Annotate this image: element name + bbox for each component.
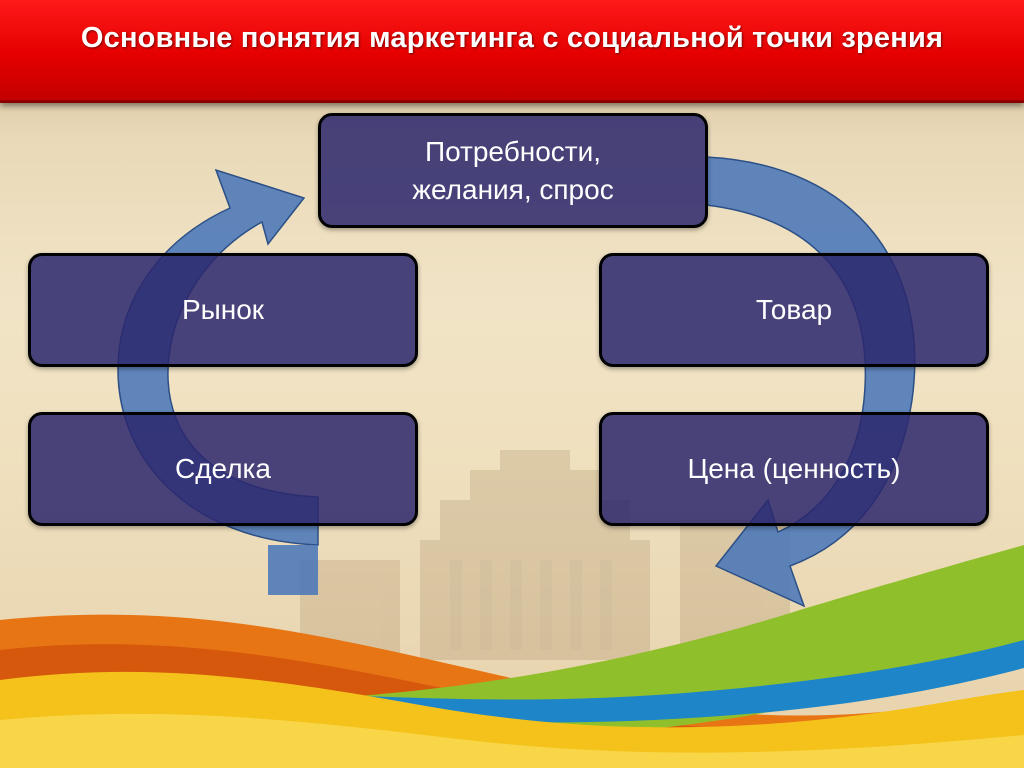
node-price-value: Цена (ценность)	[599, 412, 989, 526]
node-market: Рынок	[28, 253, 418, 367]
node-label: Рынок	[181, 294, 265, 326]
node-goods: Товар	[599, 253, 989, 367]
node-needs-desires-demand: Потребности, желания, спрос	[318, 113, 708, 228]
node-deal: Сделка	[28, 412, 418, 526]
node-label: Цена (ценность)	[687, 453, 901, 485]
node-label: Сделка	[175, 453, 271, 485]
slide-title: Основные понятия маркетинга с социальной…	[80, 22, 944, 54]
node-label: Товар	[755, 294, 833, 326]
ribbon-blue	[250, 640, 1024, 723]
node-label: Потребности, желания, спрос	[412, 135, 614, 205]
title-bar: Основные понятия маркетинга с социальной…	[0, 0, 1024, 103]
decorative-ribbons	[0, 545, 1024, 768]
ribbon-yellow-light	[0, 713, 1024, 768]
